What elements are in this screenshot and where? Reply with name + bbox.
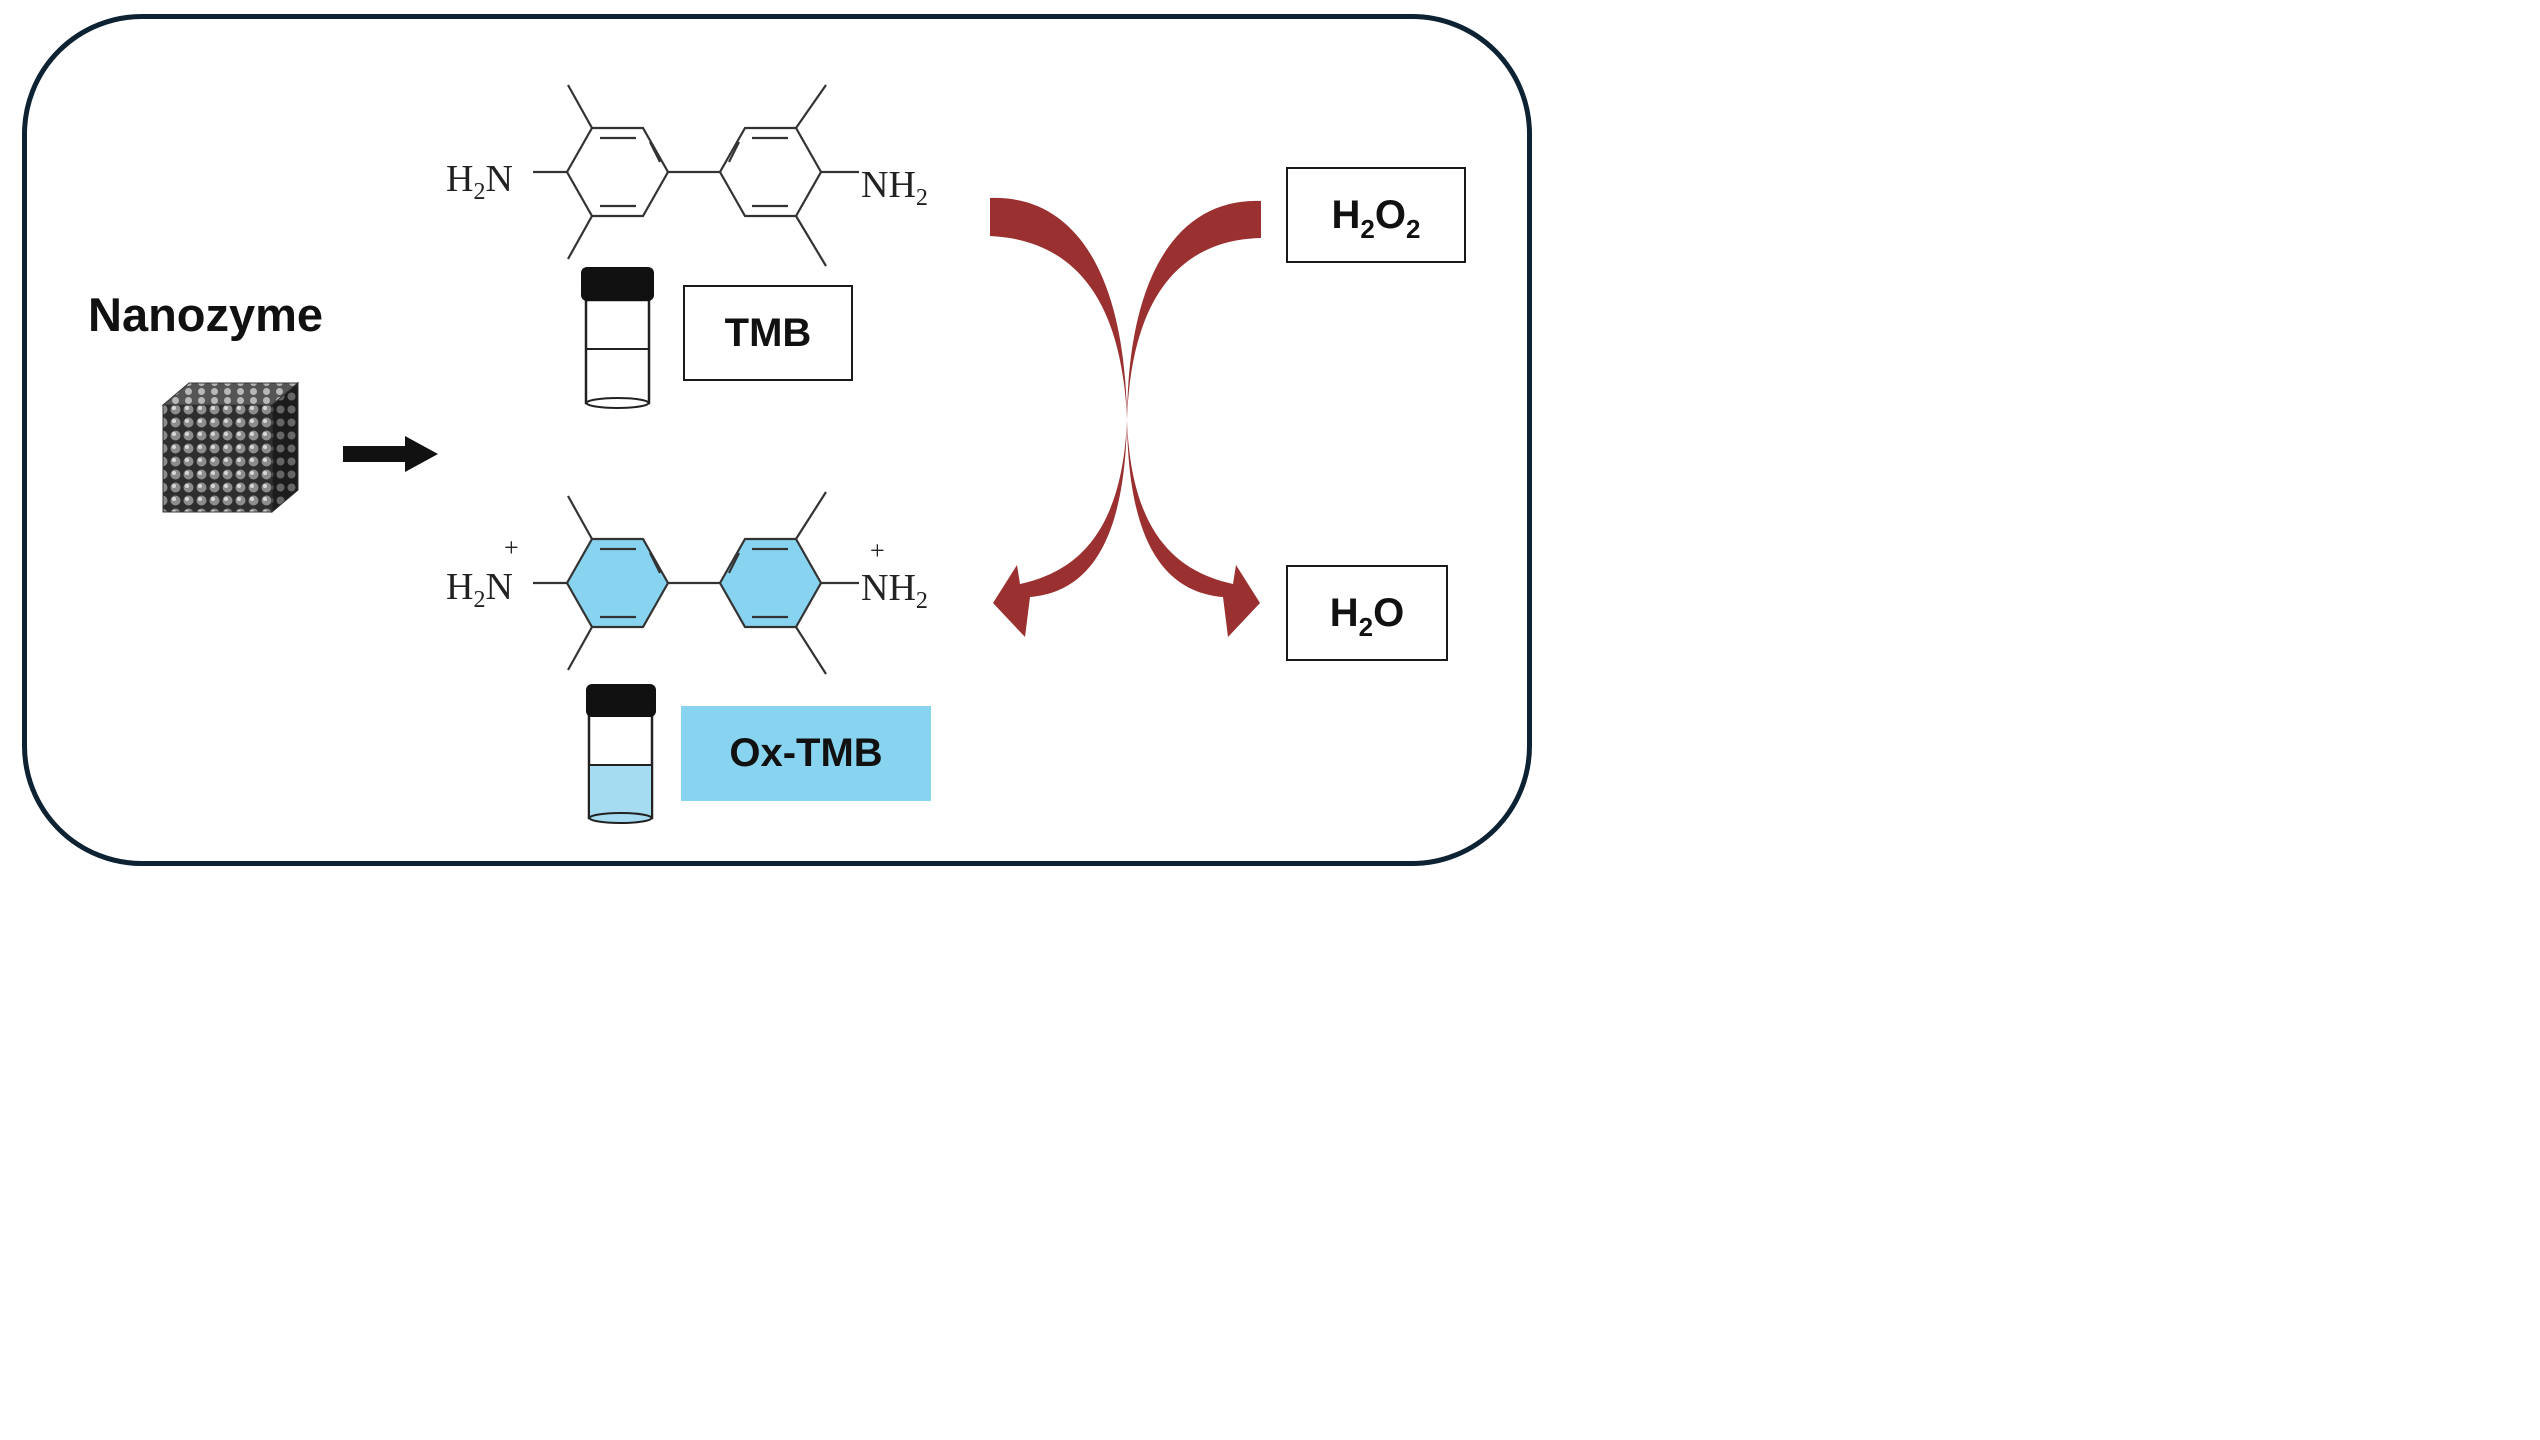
h2o2-label-box: H2O2 [1286, 167, 1466, 263]
svg-text:NH2: NH2 [861, 567, 928, 614]
oxtmb-label: Ox-TMB [729, 731, 883, 775]
tmb-to-oxtmb-arrow-icon [990, 197, 1127, 637]
rounded-frame [22, 14, 1532, 866]
oxtmb-vial-icon [586, 684, 656, 824]
oxtmb-structure [533, 491, 859, 675]
tmb-ring-right [718, 126, 823, 218]
oxtmb-ring-left [565, 537, 670, 629]
h2o2-formula: H2O2 [1331, 192, 1421, 244]
redox-arrows [990, 197, 1261, 638]
oxtmb-amine-left: H2N + [446, 533, 519, 613]
svg-text:H2N: H2N [446, 566, 513, 613]
nanozyme-cube-icon [161, 381, 300, 514]
tmb-ring-left [565, 126, 670, 218]
oxtmb-ring-right [718, 537, 823, 629]
tmb-amine-right: NH2 [861, 164, 928, 211]
h2o-formula: H2O [1329, 590, 1405, 642]
oxtmb-label-box: Ox-TMB [681, 706, 931, 801]
svg-text:NH2: NH2 [861, 164, 928, 211]
reaction-arrow-icon [343, 436, 438, 472]
diagram-svg: H2N NH2 [161, 84, 1261, 824]
tmb-amine-left: H2N [446, 158, 513, 205]
tmb-label: TMB [724, 310, 812, 355]
oxtmb-amine-right: NH2 + [861, 536, 928, 614]
diagram-canvas: Nanozyme [0, 0, 1554, 881]
tmb-vial-icon [581, 267, 654, 409]
oxtmb-charge-right: + [870, 536, 885, 565]
h2o-label-box: H2O [1286, 565, 1448, 661]
nanozyme-label: Nanozyme [88, 288, 324, 341]
tmb-label-box: TMB [683, 285, 853, 381]
h2o2-to-h2o-arrow-icon [1127, 200, 1261, 638]
oxtmb-charge-left: + [504, 533, 519, 562]
tmb-structure [533, 84, 859, 267]
svg-text:H2N: H2N [446, 158, 513, 205]
